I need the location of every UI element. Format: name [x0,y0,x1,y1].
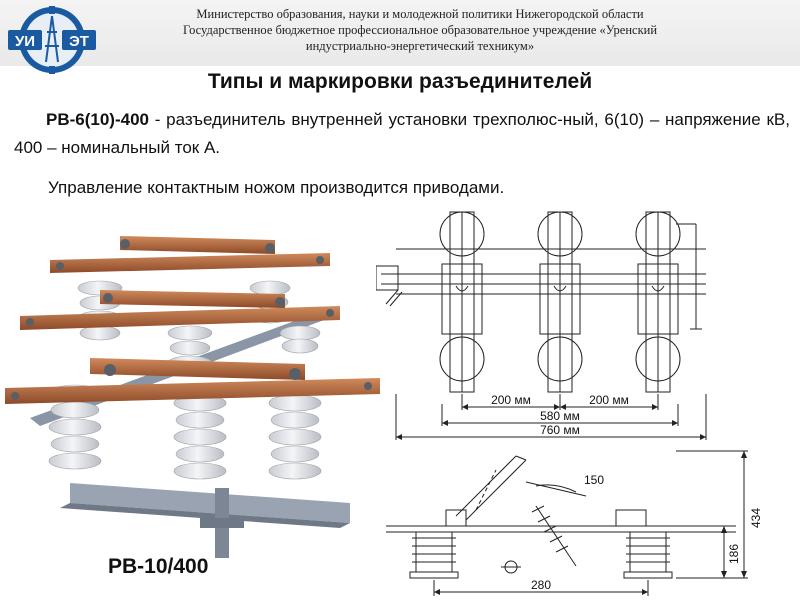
college-logo: УИ ЭТ [8,6,96,74]
org-line-3: индустриально-энергетический техникум» [305,39,535,53]
pole-middle [537,211,583,393]
logo-text-left: УИ [15,33,35,50]
dim-580: 580 мм [540,409,580,423]
org-line-1: Министерство образования, науки и молоде… [196,7,644,21]
dim-434: 434 [749,508,763,528]
logo-text-right: ЭТ [69,33,89,50]
dim-200-left: 200 мм [491,393,531,407]
pole-left [439,211,485,393]
header-bar [0,0,800,66]
plan-drawing: 200 мм 200 мм 580 мм 760 мм [376,211,707,440]
control-paragraph: Управление контактным ножом производится… [48,178,505,197]
copper-blades [5,236,380,404]
org-line-2: Государственное бюджетное профессиональн… [182,23,658,37]
description-text: - разъединитель внутренней установки тре… [14,110,790,157]
dim-150: 150 [584,473,604,487]
photo-caption: РВ-10/400 [108,555,209,578]
dim-760: 760 мм [540,423,580,437]
dim-200-right: 200 мм [589,393,629,407]
disconnector-photo [5,236,380,558]
slide-title: Типы и маркировки разъединителей [207,70,593,93]
dim-186: 186 [727,544,741,564]
pole-right [635,211,681,393]
dim-280: 280 [531,578,551,592]
model-code: РВ-6(10)-400 [46,110,149,129]
description-paragraph: РВ-6(10)-400 - разъединитель внутренней … [14,106,790,162]
side-drawing: 150 434 186 280 [386,450,763,596]
organization-name: Министерство образования, науки и молоде… [110,6,730,54]
